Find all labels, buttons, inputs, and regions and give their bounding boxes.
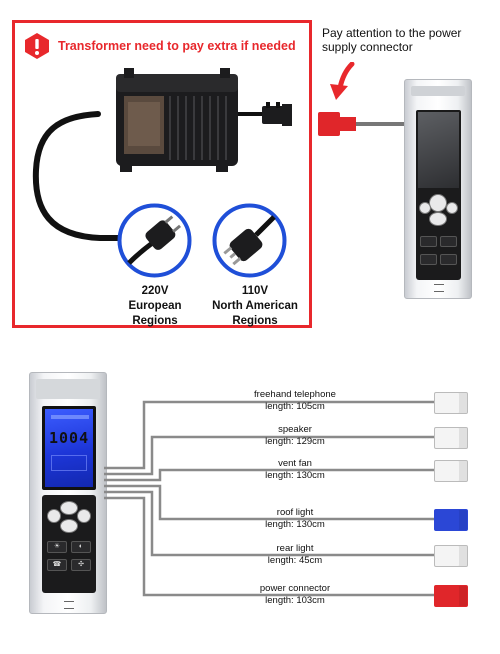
north-american-plug-label: 110V North American Regions (200, 284, 310, 329)
down-button[interactable] (60, 519, 78, 533)
cable-label-power: power connector length: 103cm (220, 583, 370, 607)
left-button[interactable] (47, 509, 61, 523)
light-button[interactable]: ☀ (47, 541, 67, 553)
cable-name: power connector (259, 583, 331, 594)
connector-roof-light (434, 509, 468, 531)
cable-label-vent-fan: vent fan length: 130cm (220, 458, 370, 482)
power-connector-neck (340, 117, 356, 131)
eu-voltage: 220V (141, 285, 169, 297)
lcd-screen-lit: 1004 (42, 406, 96, 490)
connector-vent-fan (434, 460, 468, 482)
warning-icon (25, 33, 49, 59)
cable-diagram (104, 400, 434, 597)
power-connector-note: Pay attention to the power supply connec… (322, 26, 462, 54)
cable-name: freehand telephone (254, 389, 336, 400)
display-reading: 1004 (49, 429, 90, 447)
na-region-line2: Regions (232, 315, 278, 327)
remote-control-main: 1004 ☀ ◐ ☎ ✣ (29, 372, 107, 614)
cable-length: length: 130cm (265, 519, 325, 530)
cable-label-telephone: freehand telephone length: 105cm (220, 389, 370, 413)
cable-label-rear-light: rear light length: 45cm (220, 543, 370, 567)
keypad-main: ☀ ◐ ☎ ✣ (42, 495, 96, 593)
cable-length: length: 129cm (265, 436, 325, 447)
cable-label-roof-light: roof light length: 130cm (220, 507, 370, 531)
cable-length: length: 105cm (265, 401, 325, 412)
connector-power (434, 585, 468, 607)
cable-name: roof light (276, 507, 314, 518)
cable-length: length: 103cm (265, 595, 325, 606)
european-plug-icon (117, 203, 192, 278)
cable-name: vent fan (278, 458, 312, 469)
transformer-illustration (32, 68, 292, 241)
eu-region-line1: European (128, 300, 182, 312)
european-plug-label: 220V European Regions (115, 284, 195, 329)
cable-length: length: 45cm (267, 555, 323, 566)
bulb-button[interactable]: ◐ (71, 541, 91, 553)
cable-label-speaker: speaker length: 129cm (220, 424, 370, 448)
warning-title: Transformer need to pay extra if needed (58, 39, 296, 53)
power-cable-top (356, 122, 406, 126)
na-region-line1: North American (212, 300, 298, 312)
keypad-top (416, 188, 461, 280)
right-button[interactable] (77, 509, 91, 523)
menu-icon (64, 601, 74, 609)
arrow-down-icon (330, 62, 355, 100)
cable-name: speaker (278, 424, 312, 435)
phone-button[interactable]: ☎ (47, 559, 67, 571)
na-voltage: 110V (241, 285, 269, 297)
power-connector-red (318, 112, 340, 136)
connector-telephone (434, 392, 468, 414)
cable-length: length: 130cm (265, 470, 325, 481)
remote-control-top (404, 79, 472, 299)
connector-speaker (434, 427, 468, 449)
cable-name: rear light (276, 543, 314, 554)
connector-rear-light (434, 545, 468, 567)
eu-region-line2: Regions (132, 315, 178, 327)
fan-button[interactable]: ✣ (71, 559, 91, 571)
north-american-plug-icon (212, 203, 287, 278)
up-button[interactable] (60, 501, 78, 515)
menu-icon (434, 284, 444, 292)
